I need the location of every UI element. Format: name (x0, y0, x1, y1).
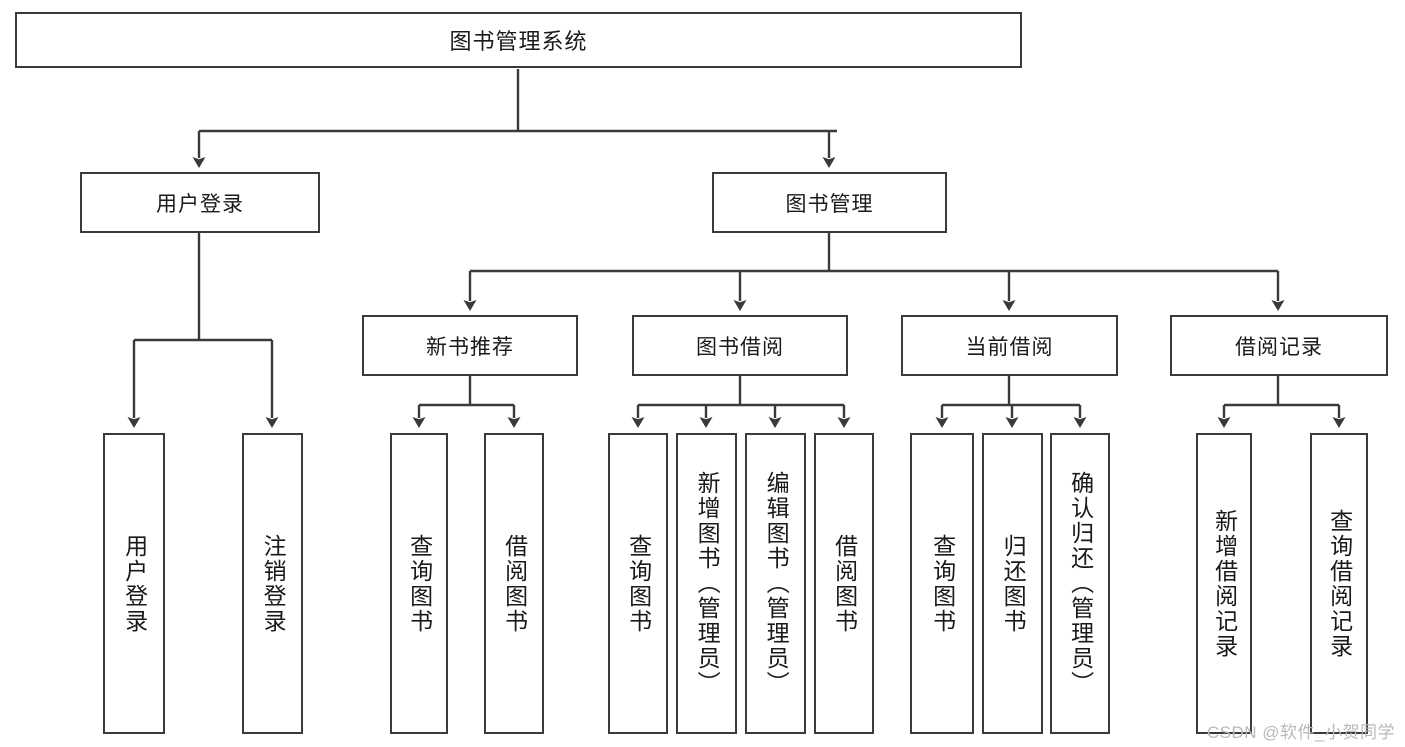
node-label: 查询图书 (406, 533, 433, 634)
node-leaf-logout[interactable]: 注销登录 (242, 433, 303, 734)
node-new-book-recommendation[interactable]: 新书推荐 (362, 315, 578, 376)
node-leaf-borrow-book-2[interactable]: 借阅图书 (814, 433, 874, 734)
node-label: 图书管理系统 (449, 29, 588, 54)
node-leaf-borrow-book-1[interactable]: 借阅图书 (484, 433, 544, 734)
node-label: 新书推荐 (426, 335, 514, 359)
node-leaf-add-book-admin[interactable]: 新增图书（管理员） (676, 433, 737, 734)
node-label: 新增图书（管理员） (694, 471, 721, 696)
node-leaf-edit-book-admin[interactable]: 编辑图书（管理员） (745, 433, 806, 734)
node-label: 查询图书 (929, 533, 956, 634)
node-leaf-query-book-2[interactable]: 查询图书 (608, 433, 668, 734)
node-current-borrowing[interactable]: 当前借阅 (901, 315, 1118, 376)
node-label: 图书管理 (785, 192, 874, 216)
node-leaf-query-borrowing-record[interactable]: 查询借阅记录 (1310, 433, 1368, 734)
watermark-text: CSDN @软件_小贺同学 (1206, 723, 1395, 742)
node-label: 查询图书 (625, 533, 652, 634)
node-label: 借阅记录 (1235, 335, 1323, 359)
node-label: 借阅图书 (501, 533, 528, 634)
node-label: 用户登录 (121, 533, 148, 634)
node-book-management[interactable]: 图书管理 (712, 172, 947, 233)
node-root-book-management-system[interactable]: 图书管理系统 (15, 12, 1022, 68)
node-leaf-user-login[interactable]: 用户登录 (103, 433, 165, 734)
node-label: 用户登录 (156, 192, 244, 216)
node-book-borrowing[interactable]: 图书借阅 (632, 315, 848, 376)
node-borrowing-record[interactable]: 借阅记录 (1170, 315, 1388, 376)
node-label: 图书借阅 (696, 335, 784, 359)
node-label: 查询借阅记录 (1326, 508, 1353, 659)
node-leaf-return-book[interactable]: 归还图书 (982, 433, 1043, 734)
node-label: 编辑图书（管理员） (763, 471, 790, 696)
node-leaf-confirm-return-admin[interactable]: 确认归还（管理员） (1050, 433, 1110, 734)
node-label: 新增借阅记录 (1211, 508, 1238, 659)
node-label: 注销登录 (260, 533, 287, 634)
node-label: 归还图书 (1000, 533, 1027, 634)
node-leaf-add-borrowing-record[interactable]: 新增借阅记录 (1196, 433, 1252, 734)
node-label: 确认归还（管理员） (1067, 471, 1094, 696)
node-label: 当前借阅 (965, 335, 1054, 359)
node-user-login[interactable]: 用户登录 (80, 172, 320, 233)
node-leaf-query-book-1[interactable]: 查询图书 (390, 433, 448, 734)
node-label: 借阅图书 (831, 533, 858, 634)
node-leaf-query-book-3[interactable]: 查询图书 (910, 433, 974, 734)
